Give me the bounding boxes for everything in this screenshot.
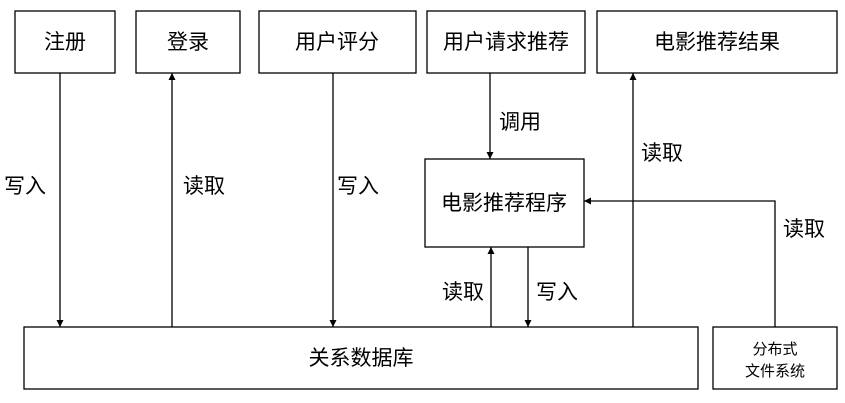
- register-label: 注册: [44, 30, 86, 54]
- request-label: 用户请求推荐: [443, 30, 569, 54]
- edge-rating-to-database: 写入: [329, 73, 379, 327]
- edge-dfs-to-program: 读取: [584, 197, 825, 327]
- login-node: 登录: [135, 10, 241, 74]
- edge-database-to-program: 读取: [442, 247, 495, 327]
- rating-label: 用户评分: [295, 30, 379, 54]
- program-node: 电影推荐程序: [424, 158, 585, 248]
- request-node: 用户请求推荐: [426, 10, 586, 74]
- edge-label-request-invoke: 调用: [499, 110, 541, 134]
- edge-label-program-read: 读取: [442, 280, 484, 304]
- database-label: 关系数据库: [309, 346, 414, 370]
- edge-database-to-login: 读取: [168, 73, 225, 327]
- edge-label-rating-write: 写入: [337, 174, 379, 198]
- edge-label-dfs-read: 读取: [783, 217, 825, 241]
- database-node: 关系数据库: [23, 326, 699, 390]
- edge-label-register-write: 写入: [4, 174, 46, 198]
- result-label: 电影推荐结果: [654, 30, 780, 54]
- edge-to-result: 读取: [629, 73, 683, 327]
- program-label: 电影推荐程序: [441, 191, 567, 215]
- edge-program-to-database: 写入: [524, 247, 578, 327]
- login-label: 登录: [167, 30, 209, 54]
- edge-label-program-write: 写入: [536, 280, 578, 304]
- result-node: 电影推荐结果: [596, 10, 838, 74]
- dfs-node: 分布式 文件系统: [712, 326, 838, 390]
- edge-register-to-database: 写入: [4, 73, 64, 327]
- register-node: 注册: [14, 10, 116, 74]
- dfs-label-line1: 分布式: [752, 340, 797, 358]
- rating-node: 用户评分: [258, 10, 417, 74]
- edge-label-login-read: 读取: [183, 174, 225, 198]
- edge-request-to-program: 调用: [486, 73, 541, 159]
- edge-label-result-read: 读取: [641, 141, 683, 165]
- dfs-label-line2: 文件系统: [745, 362, 805, 380]
